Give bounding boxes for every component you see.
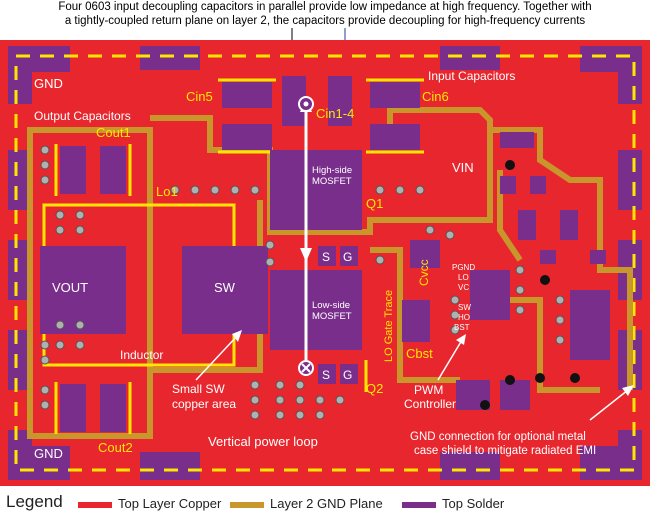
low-side-label-1: Low-side bbox=[312, 300, 350, 311]
low-side-label-2: MOSFET bbox=[312, 311, 352, 322]
legend: Legend Top Layer Copper Layer 2 GND Plan… bbox=[0, 490, 650, 514]
controller-side-pads bbox=[456, 132, 610, 410]
high-side-label-2: MOSFET bbox=[312, 176, 352, 187]
legend-item-layer2-gnd-plane: Layer 2 GND Plane bbox=[230, 496, 383, 511]
q1-label: Q1 bbox=[366, 196, 383, 211]
vout-pad bbox=[40, 246, 126, 334]
cvcc-pad bbox=[410, 240, 440, 268]
cbst-pad bbox=[402, 300, 430, 342]
sw-pad bbox=[182, 246, 268, 334]
q2-label: Q2 bbox=[366, 381, 383, 396]
test-points bbox=[480, 160, 580, 410]
small-sw-pointer bbox=[195, 334, 239, 381]
s-pin-label-q2: S bbox=[322, 368, 330, 382]
vout-label: VOUT bbox=[52, 280, 88, 295]
lo-gate-trace-label: LO Gate Trace bbox=[383, 290, 395, 362]
gnd-shield-pointer bbox=[589, 389, 629, 421]
legend-label: Layer 2 GND Plane bbox=[270, 496, 383, 511]
controller-pad bbox=[470, 270, 510, 320]
pwm-pointer bbox=[437, 339, 463, 381]
annotation-top-note: Four 0603 input decoupling capacitors in… bbox=[0, 0, 650, 28]
annotation-line-2: a tightly-coupled return plane on layer … bbox=[64, 15, 586, 27]
legend-swatch bbox=[402, 501, 436, 508]
high-side-mosfet-pad bbox=[270, 150, 362, 230]
lo1-label: Lo1 bbox=[156, 184, 178, 199]
gnd-connection-label-1: GND connection for optional metal bbox=[410, 431, 586, 443]
pwm-label-2: Controller bbox=[404, 397, 456, 411]
legend-label: Top Layer Copper bbox=[118, 496, 222, 511]
output-capacitors-label: Output Capacitors bbox=[34, 109, 131, 123]
vias bbox=[40, 145, 565, 420]
vin-label: VIN bbox=[452, 160, 474, 175]
gnd-label-top: GND bbox=[34, 76, 63, 91]
input-capacitor-pads bbox=[222, 76, 420, 150]
input-capacitor-silk bbox=[218, 78, 424, 154]
pin-pgnd-label: PGND bbox=[452, 263, 475, 272]
cout1-label: Cout1 bbox=[96, 125, 131, 140]
vertical-power-loop-label: Vertical power loop bbox=[208, 434, 318, 449]
legend-swatch bbox=[230, 501, 264, 508]
cin5-label: Cin5 bbox=[186, 89, 213, 104]
pin-vc-label: VC bbox=[458, 283, 469, 292]
small-sw-label-1: Small SW bbox=[172, 382, 225, 396]
output-capacitor-pads bbox=[60, 146, 126, 432]
output-capacitor-silk bbox=[54, 144, 132, 434]
high-side-label-1: High-side bbox=[312, 165, 352, 176]
legend-item-top-layer-copper: Top Layer Copper bbox=[78, 496, 221, 511]
cin6-label: Cin6 bbox=[422, 89, 449, 104]
small-sw-label-2: copper area bbox=[172, 397, 236, 411]
sw-label: SW bbox=[214, 280, 236, 295]
cout2-label: Cout2 bbox=[98, 440, 133, 455]
cbst-label: Cbst bbox=[406, 346, 433, 361]
pin-lo-label: LO bbox=[458, 273, 469, 282]
legend-title: Legend bbox=[6, 492, 63, 511]
input-capacitors-label: Input Capacitors bbox=[428, 69, 515, 83]
pin-bst-label: BST bbox=[454, 323, 470, 332]
legend-swatch bbox=[78, 501, 112, 508]
g-pin-label-q2: G bbox=[343, 368, 352, 382]
s-pin-label-q1: S bbox=[322, 250, 330, 264]
pin-sw-label: SW bbox=[458, 303, 471, 312]
silk-outline bbox=[14, 54, 636, 472]
inductor-label: Inductor bbox=[120, 348, 163, 362]
low-side-mosfet-pad bbox=[270, 270, 362, 350]
pcb-layout-diagram: GND GND Input Capacitors Output Capacito… bbox=[0, 28, 650, 486]
gnd-label-bottom: GND bbox=[34, 446, 63, 461]
gnd-connection-label-2: case shield to mitigate radiated EMI bbox=[414, 445, 596, 457]
legend-label: Top Solder bbox=[442, 496, 505, 511]
loop-arrow-down bbox=[300, 248, 312, 262]
annotation-line-1: Four 0603 input decoupling capacitors in… bbox=[58, 1, 592, 13]
pin-ho-label: HO bbox=[458, 313, 470, 322]
g-pin-label-q1: G bbox=[343, 250, 352, 264]
pwm-label-1: PWM bbox=[414, 383, 443, 397]
cvcc-label: Cvcc bbox=[417, 259, 431, 286]
cin1-4-label: Cin1-4 bbox=[316, 106, 354, 121]
mosfet-pins bbox=[318, 246, 358, 384]
legend-item-top-solder: Top Solder bbox=[402, 496, 504, 511]
